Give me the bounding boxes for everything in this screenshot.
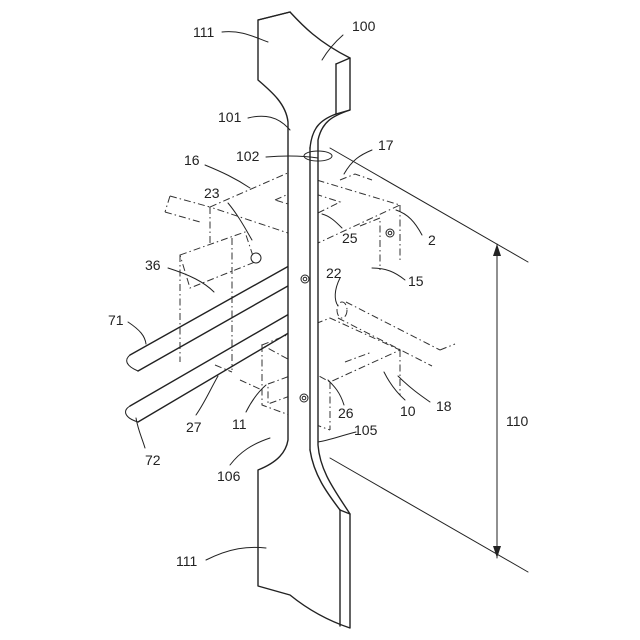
label-110: 110 <box>506 413 529 429</box>
dimension-110 <box>330 148 528 572</box>
label-2: 2 <box>428 232 436 248</box>
label-111-top: 111 <box>193 24 214 40</box>
label-36: 36 <box>145 257 161 273</box>
test-specimen <box>258 12 350 628</box>
label-25: 25 <box>342 230 358 246</box>
label-100: 100 <box>352 18 376 34</box>
label-27: 27 <box>186 419 202 435</box>
label-71: 71 <box>108 312 124 328</box>
label-10: 10 <box>400 403 416 419</box>
rod-72 <box>126 309 304 422</box>
label-17: 17 <box>378 137 394 153</box>
label-11: 11 <box>232 416 247 432</box>
label-101: 101 <box>218 109 242 125</box>
label-102: 102 <box>236 148 260 164</box>
rod-71 <box>127 262 303 371</box>
label-72: 72 <box>145 452 161 468</box>
label-18: 18 <box>436 398 452 414</box>
fixture-block-outline <box>165 172 400 430</box>
rod-22 <box>337 302 455 366</box>
label-23: 23 <box>204 185 220 201</box>
label-105: 105 <box>354 422 378 438</box>
label-26: 26 <box>338 405 354 421</box>
label-106: 106 <box>217 468 241 484</box>
label-22: 22 <box>326 265 342 281</box>
label-16: 16 <box>184 152 200 168</box>
label-111-bottom: 111 <box>176 553 197 569</box>
label-15: 15 <box>408 273 424 289</box>
